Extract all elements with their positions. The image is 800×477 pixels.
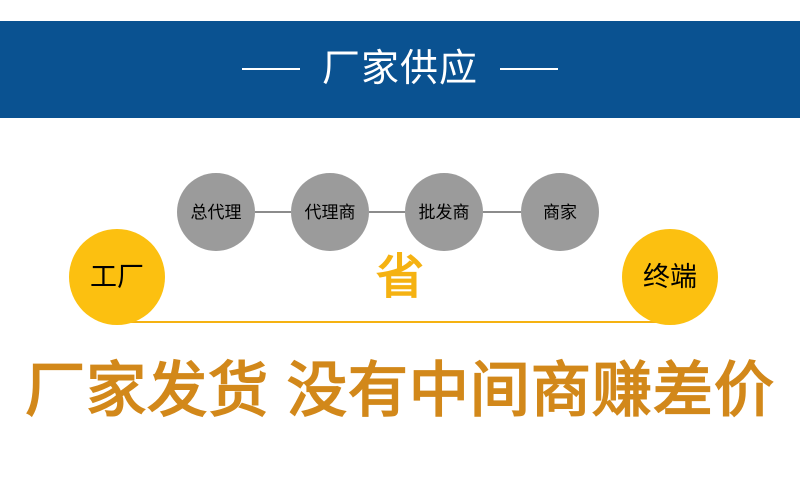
flow-node-label: 工厂 [90, 261, 144, 292]
header-banner-content: 厂家供应 [241, 47, 558, 90]
flow-node-distributor-1: 总代理 [177, 173, 255, 251]
page-title: 厂家供应 [321, 47, 478, 90]
connector-lines [117, 211, 670, 323]
flow-node-distributor-3: 批发商 [405, 173, 483, 251]
supply-chain-diagram: 总代理 代理商 批发商 商家 工厂 终端 省 [0, 118, 800, 358]
flow-node-label: 代理商 [304, 202, 356, 222]
flow-node-label: 终端 [643, 261, 697, 292]
flow-node-terminal: 终端 [622, 229, 718, 325]
savings-label: 省 [375, 251, 424, 304]
flow-node-distributor-4: 商家 [521, 173, 599, 251]
header-banner: 厂家供应 [0, 21, 800, 118]
flow-node-distributor-2: 代理商 [291, 173, 369, 251]
flow-node-factory: 工厂 [69, 229, 165, 325]
flow-node-label: 总代理 [190, 202, 242, 222]
bottom-headline: 厂家发货 没有中间商赚差价 [25, 357, 775, 424]
flow-node-label: 批发商 [418, 202, 470, 222]
banner-rule-left-icon [241, 67, 300, 70]
flow-node-label: 商家 [543, 202, 577, 222]
banner-rule-right-icon [500, 67, 558, 70]
